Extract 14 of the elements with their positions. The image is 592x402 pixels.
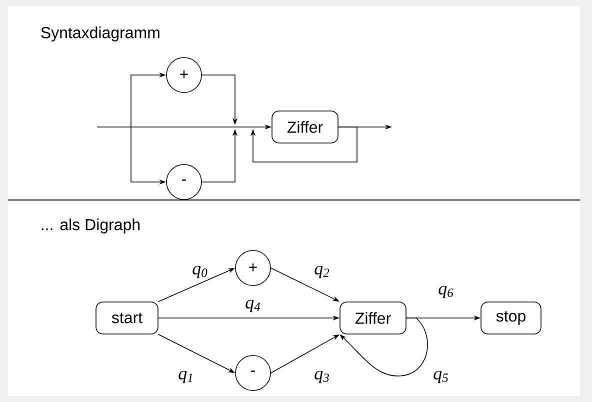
edge-label: q$_{6}$ — [438, 286, 454, 298]
state-box: Ziffer — [272, 110, 338, 144]
edge-label: q$_{0}$ — [192, 266, 208, 278]
state-box: start — [96, 302, 158, 334]
edge-label: q$_{5}$ — [434, 370, 448, 384]
edge-label: q$_{3}$ — [314, 370, 329, 384]
state-box: stop — [480, 302, 542, 334]
section-heading: ... als Digraph — [42, 218, 140, 234]
edge-label: q$_{1}$ — [178, 370, 192, 384]
edge-label: q$_{2}$ — [314, 266, 330, 278]
arrow — [250, 126, 358, 162]
section-heading: Syntaxdiagramm — [41, 26, 160, 42]
edge-label: q$_{4}$ — [246, 300, 260, 312]
state-box: Ziffer — [340, 302, 406, 334]
